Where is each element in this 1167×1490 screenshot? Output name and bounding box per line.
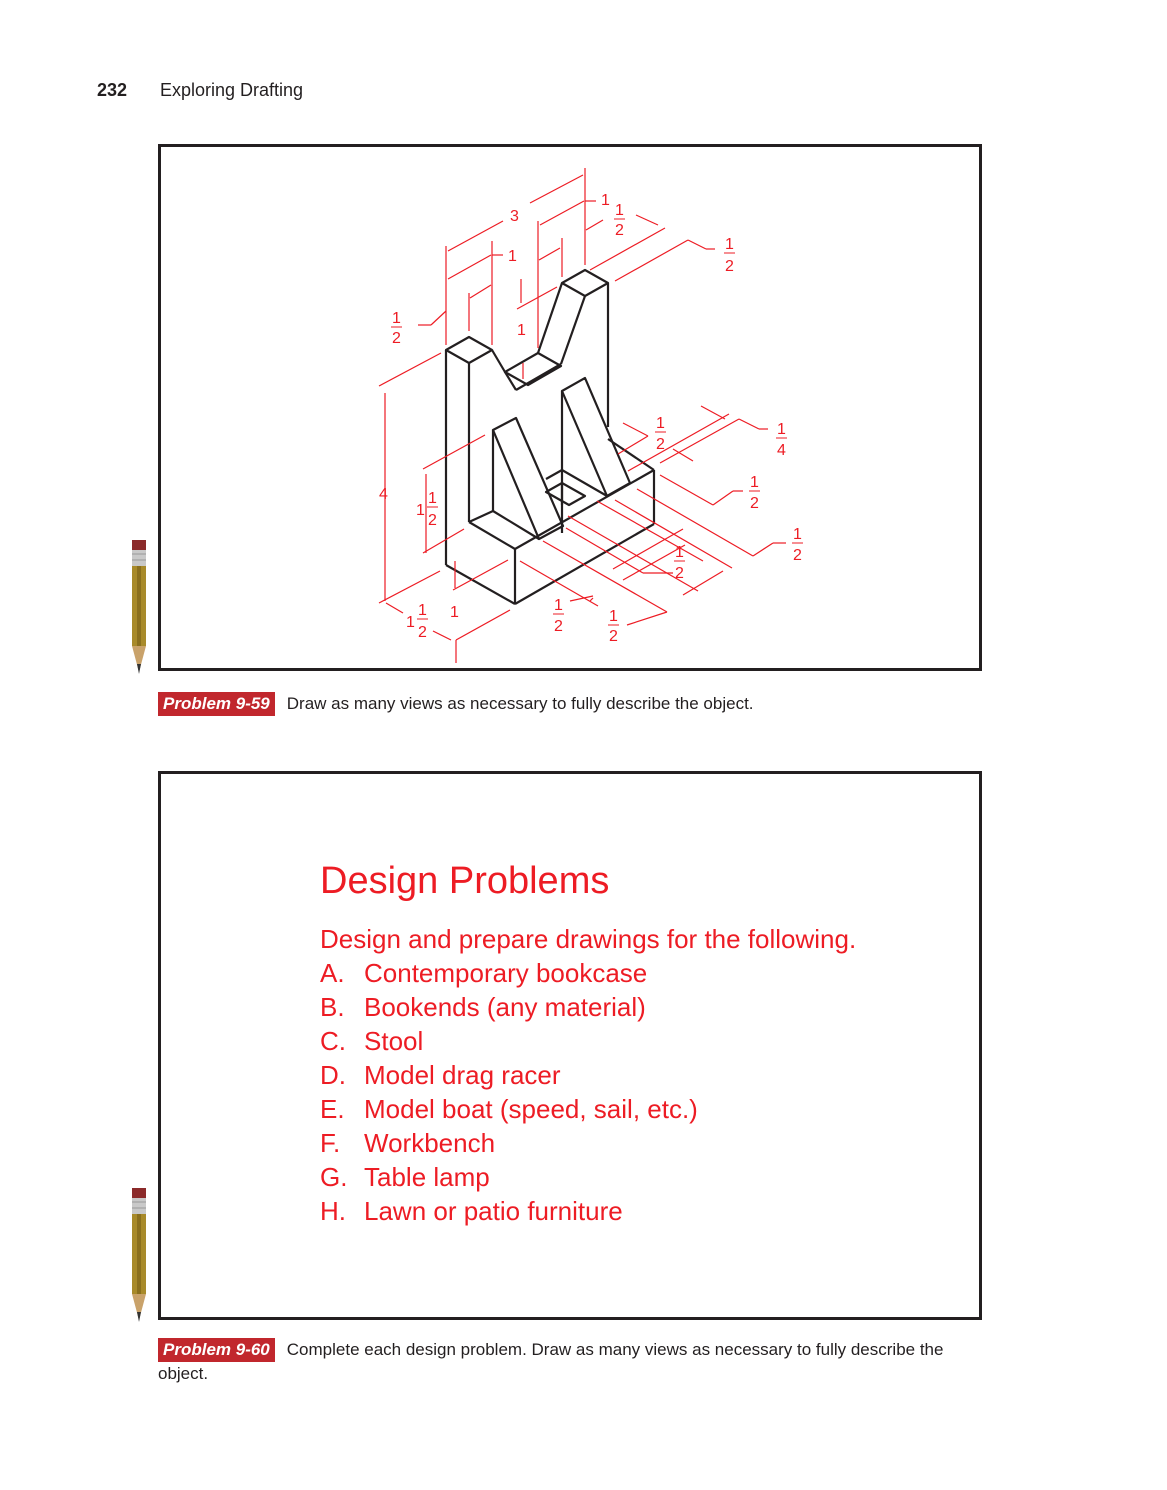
svg-text:2: 2 [392,330,401,347]
svg-text:2: 2 [554,618,563,635]
svg-text:2: 2 [750,495,759,512]
svg-text:1: 1 [609,608,618,625]
svg-text:2: 2 [793,547,802,564]
svg-text:1: 1 [725,236,734,253]
svg-text:4: 4 [777,442,786,459]
svg-text:2: 2 [725,258,734,275]
list-item: A.Contemporary bookcase [320,958,648,988]
svg-text:1: 1 [750,474,759,491]
svg-text:3: 3 [510,208,519,225]
list-item: G.Table lamp [320,1162,490,1192]
list-item: D.Model drag racer [320,1060,561,1090]
svg-text:1: 1 [406,614,415,631]
pencil-icon [132,540,146,674]
svg-text:1: 1 [777,421,786,438]
svg-text:1: 1 [517,322,526,339]
problem-9-60-badge: Problem 9-60 [158,1338,275,1362]
design-problems-intro: Design and prepare drawings for the foll… [320,924,857,954]
svg-text:2: 2 [418,624,427,641]
design-problems-panel: Design Problems Design and prepare drawi… [320,858,856,1228]
list-item: F.Workbench [320,1128,496,1158]
problem-9-59-badge: Problem 9-59 [158,692,275,716]
page-number: 232 [97,80,128,100]
problem-9-59-text: Draw as many views as necessary to fully… [286,694,754,713]
list-item: B.Bookends (any material) [320,992,646,1022]
list-item: C.Stool [320,1026,424,1056]
svg-text:1: 1 [615,202,624,219]
svg-text:1: 1 [416,502,425,519]
svg-text:2: 2 [615,222,624,239]
svg-text:2: 2 [609,628,618,645]
pencil-icon [132,1188,146,1322]
list-item: E.Model boat (speed, sail, etc.) [320,1094,698,1124]
svg-text:1: 1 [554,597,563,614]
design-problems-list: A.Contemporary bookcase B.Bookends (any … [320,956,856,1228]
svg-text:1: 1 [508,248,517,265]
svg-text:4: 4 [379,486,388,503]
svg-text:1: 1 [392,310,401,327]
list-item: H.Lawn or patio furniture [320,1196,623,1226]
problem-9-60-frame [158,771,982,1320]
svg-text:2: 2 [675,565,684,582]
svg-text:2: 2 [428,512,437,529]
svg-text:1: 1 [656,415,665,432]
svg-text:1: 1 [450,604,459,621]
problem-9-60-text: Complete each design problem. Draw as ma… [158,1340,944,1383]
problem-9-59-caption: Problem 9-59 Draw as many views as necess… [158,692,1008,716]
svg-text:1: 1 [601,192,610,209]
svg-text:1: 1 [428,490,437,507]
svg-text:1: 1 [793,526,802,543]
book-title: Exploring Drafting [160,80,304,100]
isometric-drawing: 3 1 1 12 12 12 1 4 112 12 14 12 12 12 11… [378,168,803,663]
svg-text:1: 1 [418,602,427,619]
svg-text:1: 1 [675,544,684,561]
design-problems-title: Design Problems [320,860,610,902]
svg-text:2: 2 [656,436,665,453]
